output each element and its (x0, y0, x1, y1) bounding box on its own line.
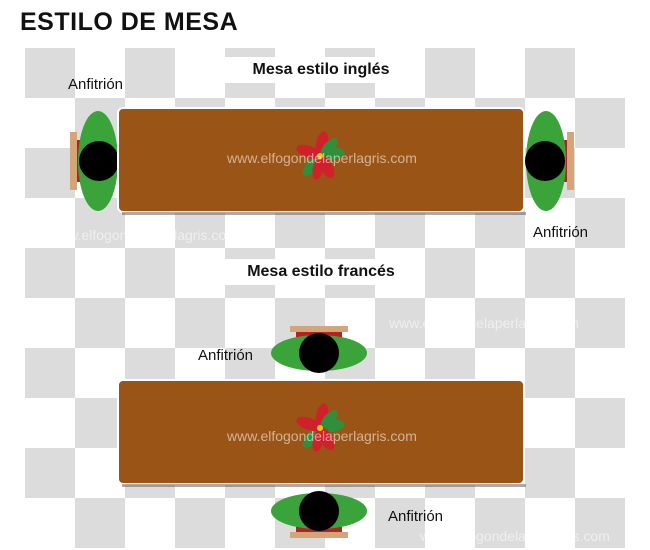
host-seat-bottom (271, 491, 367, 538)
host-head-left (79, 141, 119, 181)
english-table-group (70, 107, 574, 215)
checker-square (25, 148, 75, 198)
checker-square (575, 298, 625, 348)
checker-square (175, 498, 225, 548)
watermark-french-table: www.elfogondelaperlagris.com (227, 428, 417, 444)
checker-square (375, 298, 425, 348)
watermark-left-middle: www.elfogondelaperlagris.com (48, 227, 238, 243)
checker-square (75, 298, 125, 348)
chair-back-right (567, 132, 574, 190)
english-table-heading: Mesa estilo inglés (222, 57, 420, 83)
checker-square (25, 248, 75, 298)
host-head-bottom (299, 491, 339, 531)
checker-square (525, 448, 575, 498)
host-label-right: Anfitrión (533, 224, 589, 241)
checker-square (25, 348, 75, 398)
watermark-right-middle: www.elfogondelaperlagris.com (389, 315, 579, 331)
watermark-bottom-right: www.elfogondelaperlagris.com (420, 528, 610, 544)
host-label-bottom: Anfitrión (388, 508, 444, 525)
checker-square (425, 48, 475, 98)
checker-square (375, 498, 425, 548)
host-label-top: Anfitrión (198, 347, 254, 364)
french-table-shadow (122, 484, 526, 487)
checker-square (525, 348, 575, 398)
checker-square (75, 498, 125, 548)
watermark-english-table: www.elfogondelaperlagris.com (227, 150, 417, 166)
checker-square (575, 98, 625, 148)
host-seat-right (525, 111, 574, 211)
page-title: ESTILO DE MESA (20, 8, 239, 36)
english-centerpiece-flower-icon (296, 131, 345, 180)
checker-square (575, 498, 625, 548)
host-seat-left (70, 111, 119, 211)
checker-square (25, 448, 75, 498)
checker-square (75, 398, 125, 448)
english-table-shadow (122, 212, 526, 215)
french-table-heading: Mesa estilo francés (222, 259, 420, 285)
host-seat-top (271, 326, 367, 373)
host-head-right (525, 141, 565, 181)
checker-square (475, 298, 525, 348)
checker-square (575, 398, 625, 448)
chair-back-bottom (290, 532, 348, 538)
chair-back-left (70, 132, 77, 190)
checker-square (525, 248, 575, 298)
checker-square (125, 248, 175, 298)
host-head-top (299, 333, 339, 373)
checker-square (425, 248, 475, 298)
checker-square (525, 48, 575, 98)
checker-square (475, 498, 525, 548)
checker-square (575, 198, 625, 248)
checker-square (175, 298, 225, 348)
checker-square (125, 48, 175, 98)
chair-back-top (290, 326, 348, 332)
checker-square (25, 48, 75, 98)
french-centerpiece-flower-icon (296, 403, 345, 452)
french-table-group (117, 326, 526, 538)
host-label-left: Anfitrión (68, 76, 124, 93)
